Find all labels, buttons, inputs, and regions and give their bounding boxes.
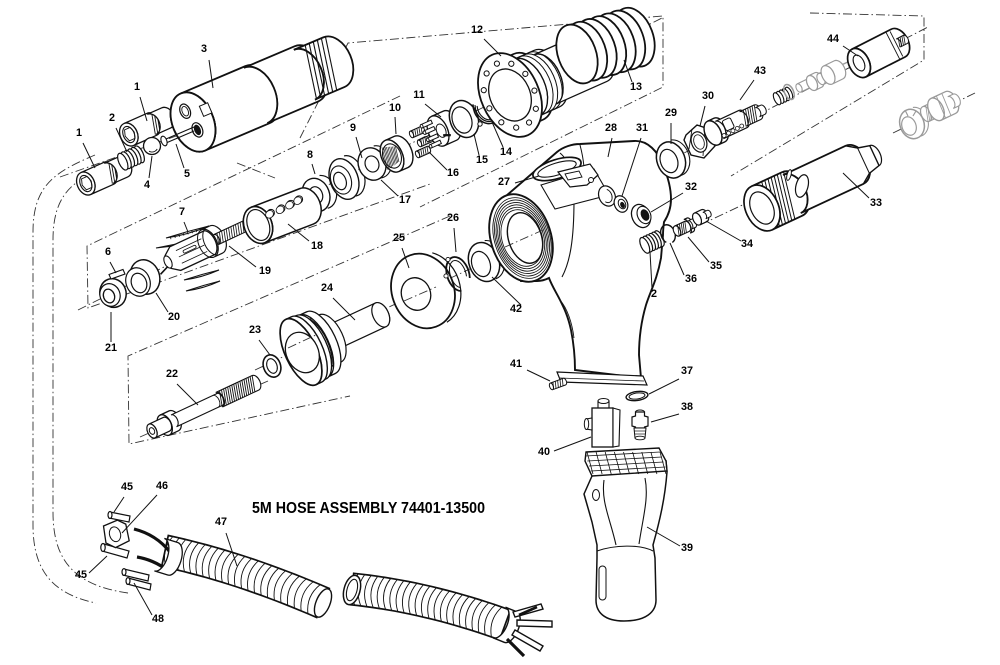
svg-text:5: 5 [184, 168, 190, 180]
svg-text:22: 22 [166, 368, 178, 380]
svg-text:20: 20 [168, 311, 180, 323]
svg-text:47: 47 [215, 516, 227, 528]
svg-text:12: 12 [471, 24, 483, 36]
svg-text:23: 23 [249, 324, 261, 336]
svg-text:8: 8 [307, 149, 313, 161]
svg-text:42: 42 [510, 303, 522, 315]
svg-text:18: 18 [311, 240, 323, 252]
svg-text:36: 36 [685, 273, 697, 285]
svg-text:34: 34 [741, 238, 753, 250]
svg-text:27: 27 [498, 176, 510, 188]
svg-text:28: 28 [605, 122, 617, 134]
svg-text:1: 1 [76, 127, 82, 139]
svg-text:24: 24 [321, 282, 333, 294]
svg-text:21: 21 [105, 342, 117, 354]
svg-text:7: 7 [179, 206, 185, 218]
svg-text:31: 31 [636, 122, 648, 134]
svg-text:45: 45 [121, 481, 133, 493]
svg-text:40: 40 [538, 446, 550, 458]
svg-text:39: 39 [681, 542, 693, 554]
svg-text:41: 41 [510, 358, 522, 370]
svg-text:5M HOSE ASSEMBLY 74401-13500: 5M HOSE ASSEMBLY 74401-13500 [252, 500, 485, 517]
svg-text:2: 2 [651, 288, 657, 300]
svg-text:16: 16 [447, 167, 459, 179]
svg-text:2: 2 [109, 112, 115, 124]
svg-text:10: 10 [389, 102, 401, 114]
svg-text:1: 1 [134, 81, 140, 93]
svg-text:43: 43 [754, 65, 766, 77]
svg-text:4: 4 [144, 179, 150, 191]
svg-text:3: 3 [201, 43, 207, 55]
svg-text:26: 26 [447, 212, 459, 224]
svg-text:35: 35 [710, 260, 722, 272]
svg-text:6: 6 [105, 246, 111, 258]
svg-text:30: 30 [702, 90, 714, 102]
svg-text:32: 32 [685, 181, 697, 193]
svg-text:17: 17 [399, 194, 411, 206]
svg-text:33: 33 [870, 197, 882, 209]
svg-text:29: 29 [665, 107, 677, 119]
svg-text:44: 44 [827, 33, 839, 45]
svg-text:25: 25 [393, 232, 405, 244]
svg-text:46: 46 [156, 480, 168, 492]
svg-text:48: 48 [152, 613, 164, 625]
svg-text:45: 45 [75, 569, 87, 581]
svg-text:19: 19 [259, 265, 271, 277]
svg-text:38: 38 [681, 401, 693, 413]
svg-text:9: 9 [350, 122, 356, 134]
svg-text:15: 15 [476, 154, 488, 166]
svg-text:14: 14 [500, 146, 512, 158]
svg-text:37: 37 [681, 365, 693, 377]
svg-text:13: 13 [630, 81, 642, 93]
svg-text:11: 11 [413, 89, 424, 101]
